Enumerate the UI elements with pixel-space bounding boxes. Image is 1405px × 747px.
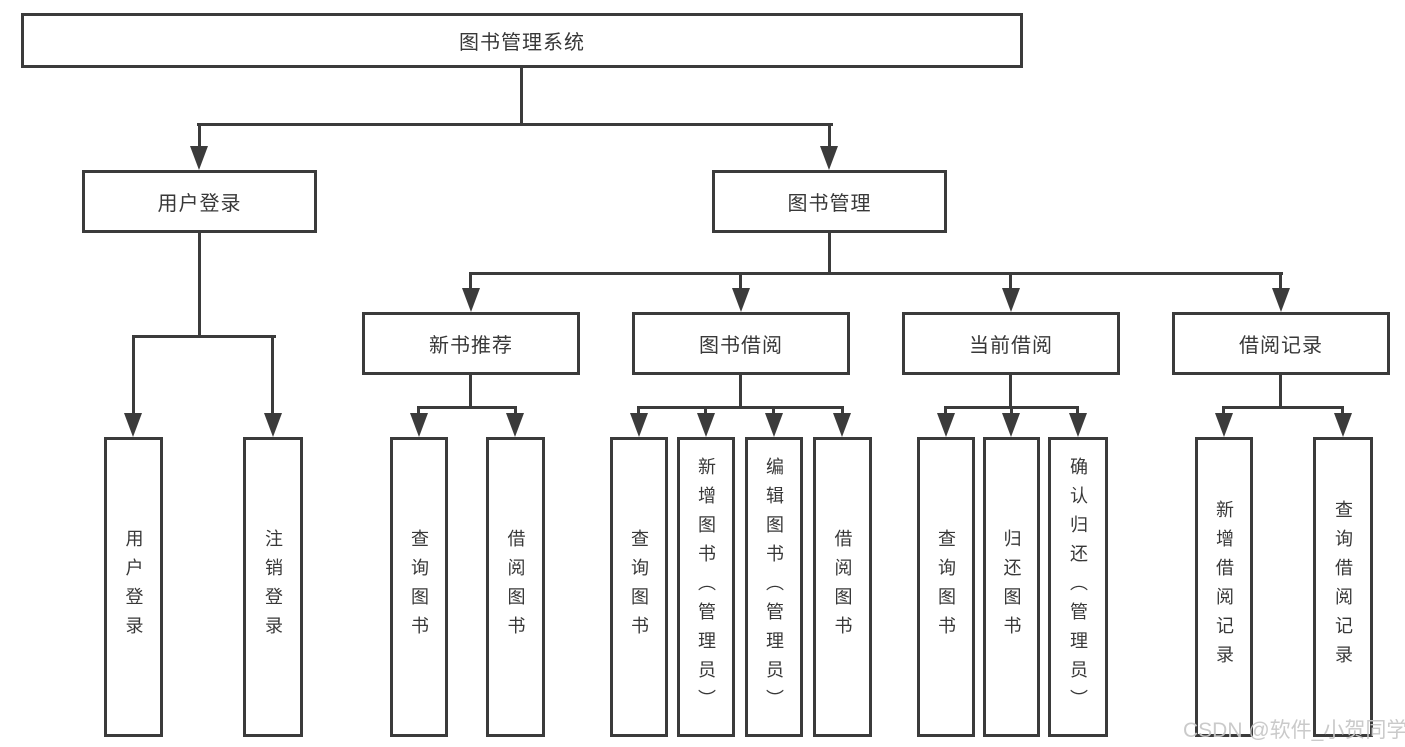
connector-line (1279, 272, 1282, 290)
node-label: 借阅图书 (505, 529, 526, 645)
connector-line (1222, 406, 1225, 418)
connector-line (469, 272, 1283, 275)
node-borrow-records: 借阅记录 (1172, 312, 1390, 375)
connector-line (739, 272, 742, 290)
leaf-nb-borrow-books: 借阅图书 (486, 437, 545, 737)
arrowhead (697, 413, 715, 437)
connector-line (944, 406, 947, 418)
leaf-bb-query-books: 查询图书 (610, 437, 668, 737)
connector-line (1009, 375, 1012, 409)
node-new-book-recommend: 新书推荐 (362, 312, 580, 375)
connector-line (469, 375, 472, 409)
connector-line (417, 406, 420, 418)
leaf-cb-query-books: 查询图书 (917, 437, 975, 737)
arrowhead (630, 413, 648, 437)
arrowhead (833, 413, 851, 437)
arrowhead (190, 146, 208, 170)
leaf-logout-login: 注销登录 (243, 437, 303, 737)
arrowhead (1334, 413, 1352, 437)
connector-line (271, 335, 274, 417)
node-label: 确认归还（管理员） (1068, 456, 1088, 718)
leaf-cb-confirm-return-admin: 确认归还（管理员） (1048, 437, 1108, 737)
node-book-borrow: 图书借阅 (632, 312, 850, 375)
node-label: 图书管理系统 (459, 32, 585, 54)
connector-line (739, 375, 742, 409)
node-label: 归还图书 (1001, 529, 1022, 645)
leaf-bb-add-books-admin: 新增图书（管理员） (677, 437, 735, 737)
connector-line (1341, 406, 1344, 418)
arrowhead (506, 413, 524, 437)
arrowhead (1002, 413, 1020, 437)
node-label: 用户登录 (123, 529, 144, 645)
arrowhead (937, 413, 955, 437)
arrowhead (765, 413, 783, 437)
arrowhead (264, 413, 282, 437)
connector-line (132, 335, 135, 417)
node-root-library-system: 图书管理系统 (21, 13, 1023, 68)
node-label: 查询图书 (409, 529, 429, 645)
arrowhead (410, 413, 428, 437)
connector-line (1009, 272, 1012, 290)
node-label: 注销登录 (263, 529, 283, 645)
node-label: 借阅图书 (832, 529, 853, 645)
arrowhead (820, 146, 838, 170)
csdn-watermark: CSDN @软件_小贺同学 (1183, 719, 1405, 742)
arrowhead (1272, 288, 1290, 312)
leaf-br-query-record: 查询借阅记录 (1313, 437, 1373, 737)
arrowhead (1002, 288, 1020, 312)
node-label: 借阅记录 (1239, 335, 1323, 357)
node-label: 新增图书（管理员） (696, 456, 716, 718)
arrowhead (732, 288, 750, 312)
leaf-user-login: 用户登录 (104, 437, 163, 737)
connector-line (637, 406, 844, 409)
connector-line (198, 123, 201, 148)
leaf-cb-return-books: 归还图书 (983, 437, 1040, 737)
node-label: 查询图书 (936, 529, 956, 645)
arrowhead (1069, 413, 1087, 437)
node-label: 图书借阅 (699, 335, 783, 357)
node-label: 新增借阅记录 (1214, 500, 1234, 674)
leaf-bb-borrow-books: 借阅图书 (813, 437, 872, 737)
connector-line (1010, 406, 1013, 418)
connector-line (514, 406, 517, 418)
leaf-br-add-record: 新增借阅记录 (1195, 437, 1253, 737)
node-book-management: 图书管理 (712, 170, 947, 233)
arrowhead (462, 288, 480, 312)
connector-line (469, 272, 472, 290)
connector-line (198, 233, 201, 338)
node-label: 用户登录 (157, 193, 242, 215)
connector-line (828, 123, 831, 148)
node-label: 图书管理 (787, 193, 872, 215)
node-label: 查询借阅记录 (1333, 500, 1353, 674)
connector-line (197, 123, 833, 126)
connector-line (828, 233, 831, 275)
connector-line (772, 406, 775, 418)
node-label: 查询图书 (629, 529, 649, 645)
connector-line (1279, 375, 1282, 409)
connector-line (841, 406, 844, 418)
leaf-bb-edit-books-admin: 编辑图书（管理员） (745, 437, 803, 737)
node-label: 当前借阅 (969, 335, 1053, 357)
connector-line (704, 406, 707, 418)
leaf-nb-query-books: 查询图书 (390, 437, 448, 737)
node-current-borrow: 当前借阅 (902, 312, 1120, 375)
connector-line (417, 406, 517, 409)
node-label: 编辑图书（管理员） (764, 456, 784, 718)
connector-line (1222, 406, 1344, 409)
node-label: 新书推荐 (429, 335, 513, 357)
connector-line (132, 335, 276, 338)
connector-line (637, 406, 640, 418)
connector-line (1076, 406, 1079, 418)
arrowhead (1215, 413, 1233, 437)
connector-line (520, 68, 523, 125)
node-user-login: 用户登录 (82, 170, 317, 233)
arrowhead (124, 413, 142, 437)
